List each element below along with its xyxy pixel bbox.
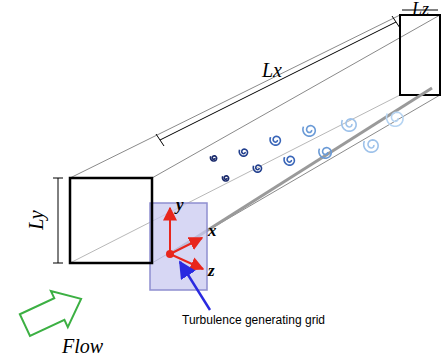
dimension-label: Lz (412, 0, 429, 18)
vortex (387, 112, 404, 126)
vortex (284, 156, 294, 165)
channel-edges (70, 15, 440, 263)
vortex (303, 126, 315, 136)
inlet-face (70, 178, 152, 263)
vortices (210, 112, 403, 181)
dimension-lines (53, 10, 438, 263)
turbulence-grid (150, 203, 207, 290)
vortex (319, 148, 331, 158)
callout-label: Turbulence generating grid (182, 314, 325, 326)
vortex (222, 176, 228, 181)
vortex (239, 149, 247, 156)
axis-label: x (208, 222, 217, 239)
channel-edges (70, 15, 440, 263)
axes (170, 208, 203, 269)
flow-label: Flow (62, 336, 103, 356)
origin-dot (166, 250, 174, 258)
centre-line (170, 88, 432, 254)
axis-label: y (176, 196, 184, 213)
vortex (342, 119, 356, 131)
flow-arrow (16, 281, 89, 343)
vortex (270, 136, 280, 145)
dimension-label: Lx (262, 60, 282, 80)
vortex (364, 140, 378, 152)
dimension-label: Ly (26, 210, 46, 229)
vortex (253, 165, 261, 172)
axis-label: z (208, 262, 215, 279)
vortex (210, 156, 216, 161)
outlet-face (400, 15, 440, 95)
leader-arrow (180, 262, 210, 310)
